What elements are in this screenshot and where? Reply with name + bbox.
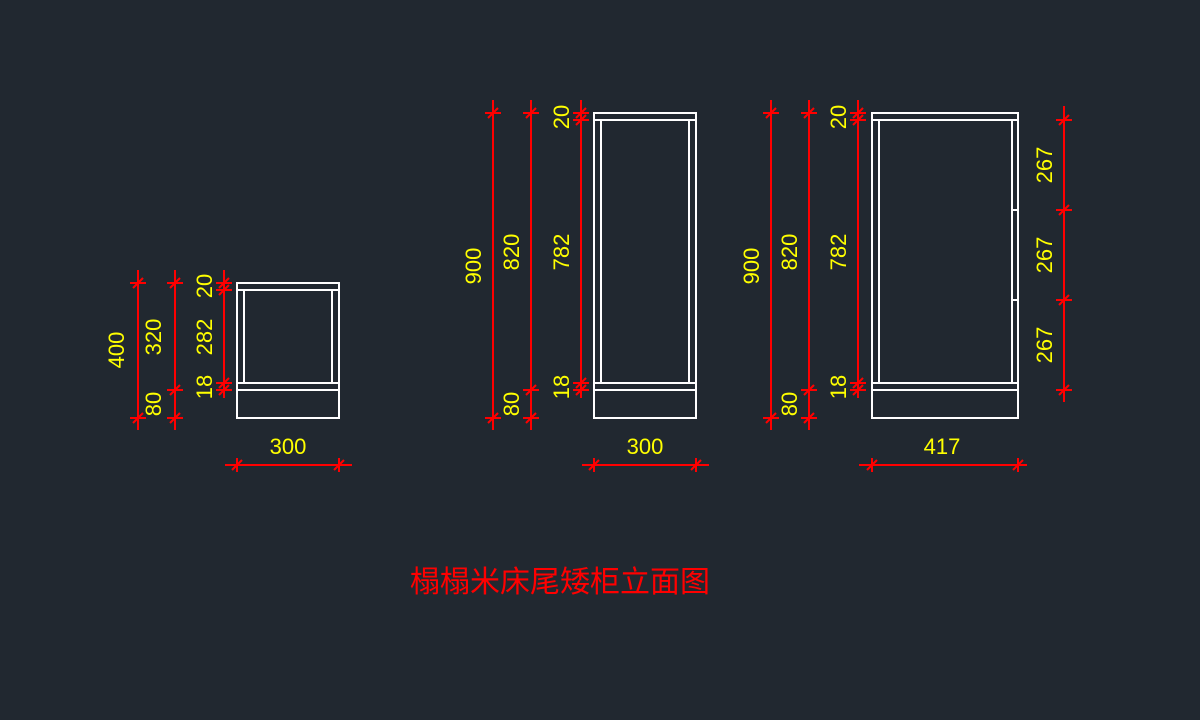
cabinet-1-dimension-labels: 400 320 80 20 282 18 300 — [104, 274, 306, 459]
cabinet-3-frame — [871, 112, 1019, 419]
cabinet-1-plinth-label: 80 — [141, 392, 166, 416]
cabinet-3-total-height-label: 900 — [739, 248, 764, 285]
cabinet-2-width-label: 300 — [627, 434, 664, 459]
cabinet-3-width-label: 417 — [924, 434, 961, 459]
cabinet-1-width-label: 300 — [270, 434, 307, 459]
cabinet-2-total-height-label: 900 — [461, 248, 486, 285]
cabinet-2-shelf-label: 18 — [549, 375, 574, 399]
cabinet-3: 900 820 80 20 782 18 267 267 267 417 — [739, 100, 1072, 472]
cabinet-2-body-height-label: 820 — [499, 234, 524, 271]
drawing-title: 榻榻米床尾矮柜立面图 — [410, 565, 710, 600]
cabinet-1-frame — [236, 282, 340, 419]
cabinet-3-dimension-labels: 900 820 80 20 782 18 267 267 267 417 — [739, 105, 1057, 459]
cabinet-2-dimension-lines — [485, 100, 709, 472]
cabinet-1: 400 320 80 20 282 18 300 — [104, 270, 352, 472]
cabinet-3-dimension-lines — [763, 100, 1072, 472]
cabinet-3-drawer-2-label: 267 — [1032, 237, 1057, 274]
cabinet-3-drawer-1-label: 267 — [1032, 147, 1057, 184]
cabinet-2-frame — [593, 112, 697, 419]
cabinet-1-shelf-label: 18 — [192, 375, 217, 399]
cabinet-3-plinth-label: 80 — [777, 392, 802, 416]
cabinet-2-dimension-labels: 900 820 80 20 782 18 300 — [461, 105, 663, 459]
cabinet-1-body-height-label: 320 — [141, 319, 166, 356]
cabinet-2: 900 820 80 20 782 18 300 — [461, 100, 709, 472]
cabinet-3-top-panel-label: 20 — [826, 105, 851, 129]
cabinet-3-inner-height-label: 782 — [826, 234, 851, 271]
cabinet-2-outline — [593, 112, 697, 419]
cabinet-1-total-height-label: 400 — [104, 332, 129, 369]
cabinet-1-top-panel-label: 20 — [192, 274, 217, 298]
cabinet-3-drawer-3-label: 267 — [1032, 327, 1057, 364]
cabinet-2-plinth-label: 80 — [499, 392, 524, 416]
cabinet-1-outline — [236, 282, 340, 419]
cabinet-3-body-height-label: 820 — [777, 234, 802, 271]
cabinet-3-outline — [871, 112, 1019, 419]
cabinet-2-inner-height-label: 782 — [549, 234, 574, 271]
cabinet-3-shelf-label: 18 — [826, 375, 851, 399]
cabinet-1-dimension-lines — [130, 270, 352, 472]
cabinet-2-top-panel-label: 20 — [549, 105, 574, 129]
cabinet-1-inner-height-label: 282 — [192, 319, 217, 356]
